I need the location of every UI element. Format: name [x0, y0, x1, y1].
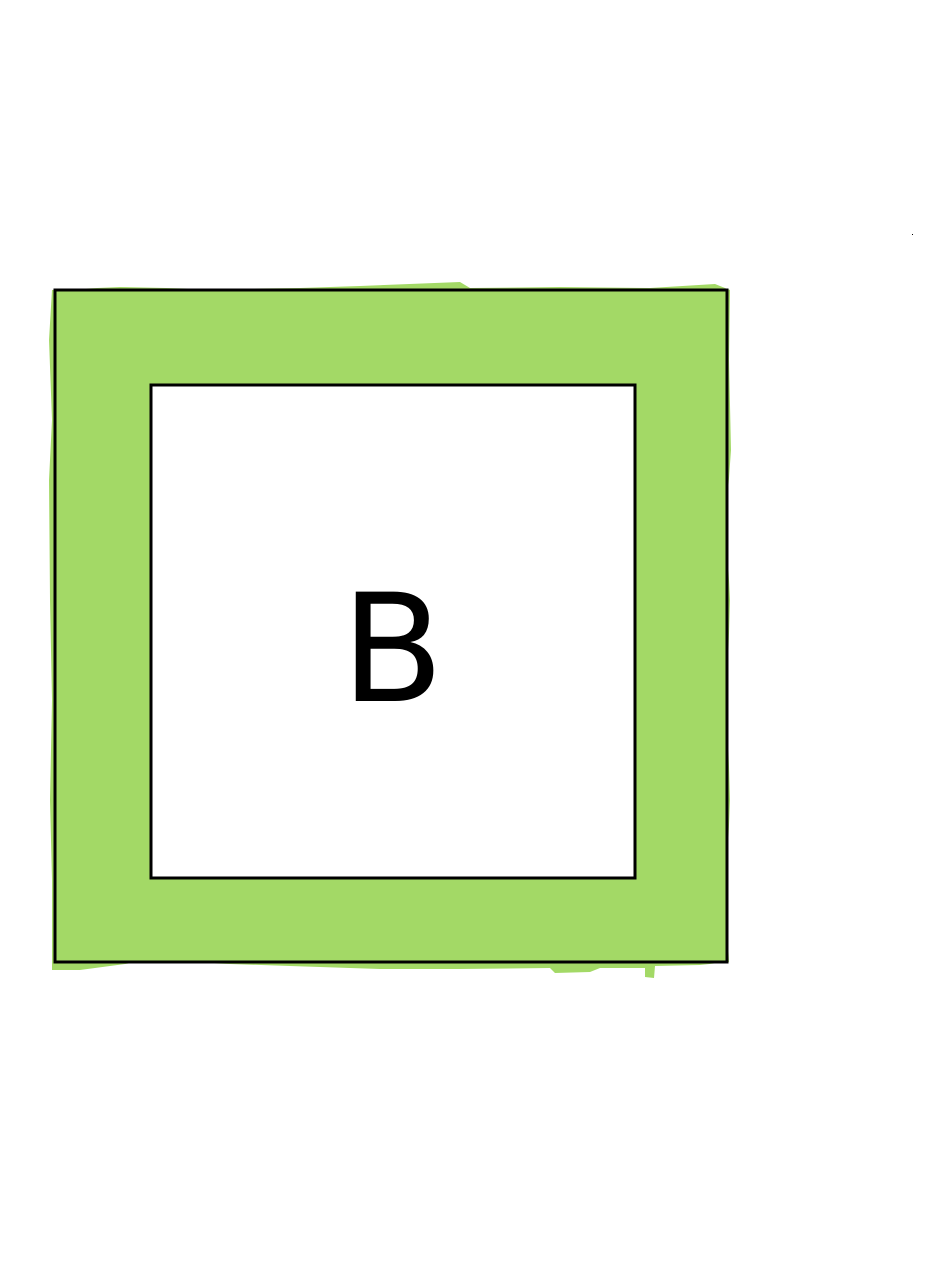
inner-square-outline — [149, 383, 637, 880]
speck-mark — [912, 234, 913, 235]
outer-square-outline — [53, 288, 729, 964]
center-letter: B — [341, 562, 444, 737]
green-frame-fill — [49, 282, 731, 978]
